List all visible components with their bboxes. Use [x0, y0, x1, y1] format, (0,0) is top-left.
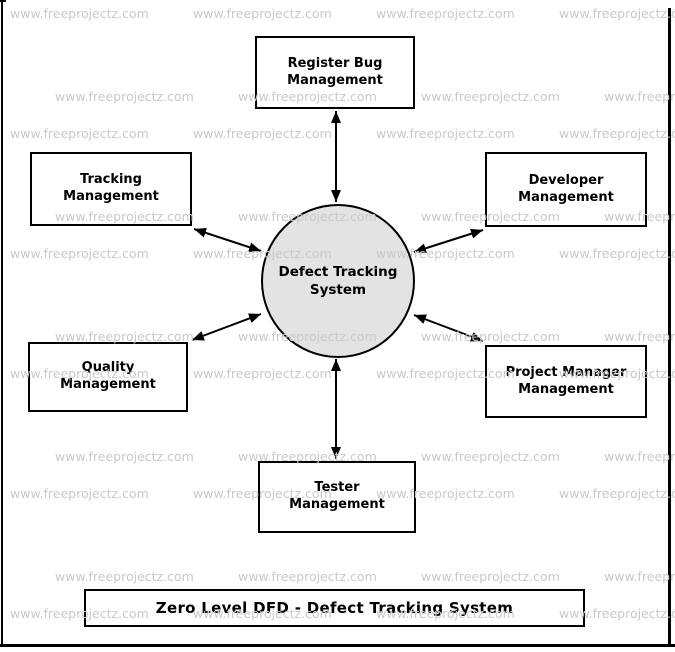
process-defect-tracking-system: Defect Tracking System — [261, 204, 415, 358]
frame-left-border — [1, 0, 3, 647]
arrow-tracking — [193, 227, 262, 253]
arrow-quality — [191, 313, 262, 341]
frame-topleft-mark — [0, 0, 6, 2]
entity-register-bug-management: Register Bug Management — [255, 36, 415, 109]
frame-bottom-border — [0, 644, 675, 647]
frame-right-border — [668, 8, 671, 647]
entity-tester-management: Tester Management — [258, 461, 416, 533]
arrow-developer — [413, 228, 484, 254]
entity-tracking-management: Tracking Management — [30, 152, 192, 226]
arrow-project-manager — [413, 314, 484, 342]
entity-developer-management: Developer Management — [485, 152, 647, 227]
entity-quality-management: Quality Management — [28, 342, 188, 412]
diagram-title: Zero Level DFD - Defect Tracking System — [84, 589, 585, 627]
entity-project-manager-management: Project Manager Management — [485, 345, 647, 418]
